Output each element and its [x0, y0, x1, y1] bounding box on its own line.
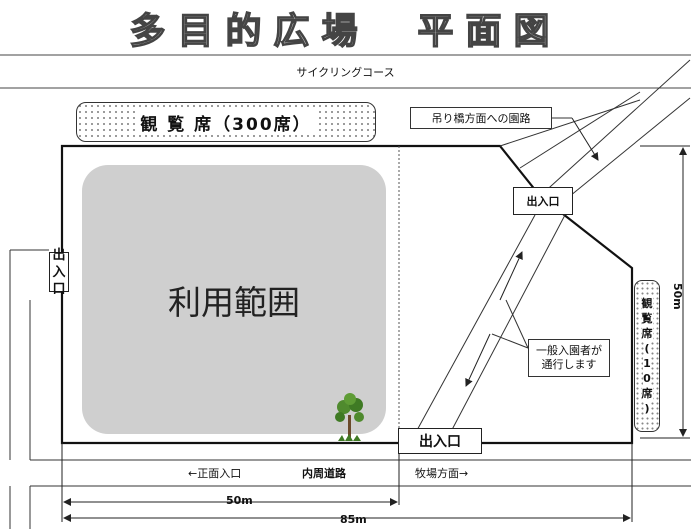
- walkway-edge-left: [409, 214, 536, 444]
- page-title: 多目的広場 平面図: [129, 10, 562, 52]
- visitor-note: 一般入園者が 通行します: [528, 339, 610, 377]
- dimension-85m: 85m: [340, 513, 367, 526]
- dimension-height-50m: 50m: [671, 283, 684, 310]
- bridge-route-label: 吊り橋方面への園路: [410, 107, 552, 129]
- road-label-main-entrance: ←正面入口: [188, 467, 242, 480]
- bridge-arrow: [571, 117, 599, 161]
- cycling-course-label: サイクリングコース: [296, 66, 395, 79]
- note-leader-2: [491, 333, 529, 349]
- seating-10-char: ): [644, 401, 650, 416]
- seating-300-label: 観 覧 席（300席）: [136, 109, 316, 135]
- entrance-bottom: 出入口: [398, 428, 482, 454]
- seating-10-char: 席: [641, 326, 653, 341]
- entrance-left-char: 出: [52, 247, 66, 263]
- visitor-note-line: 一般入園者が: [536, 344, 602, 357]
- road-label-inner-road: 内周道路: [302, 467, 346, 480]
- entrance-left-char: 入: [52, 264, 66, 280]
- usage-area-label: 利用範囲: [168, 282, 300, 322]
- walkway-arrow-up: [499, 251, 523, 301]
- seating-10-char: 席: [641, 386, 653, 401]
- entrance-top: 出入口: [513, 187, 573, 215]
- seating-10-char: 覧: [641, 311, 653, 326]
- dimension-50m: 50m: [226, 494, 253, 507]
- seating-10-char: 1: [643, 356, 651, 371]
- bridge-path-a: [539, 59, 691, 197]
- entrance-left: 出 入 口: [49, 248, 69, 297]
- seating-10-char: 0: [643, 371, 651, 386]
- seating-10-char: (: [644, 341, 650, 356]
- usage-area: 利用範囲: [82, 165, 386, 434]
- seating-10-char: 観: [641, 296, 653, 311]
- seating-300: 観 覧 席（300席）: [76, 102, 376, 142]
- visitor-note-line: 通行します: [541, 358, 597, 371]
- note-leader-1: [505, 299, 529, 349]
- walkway-arrow-down: [465, 333, 491, 387]
- entrance-left-char: 口: [52, 281, 66, 297]
- road-label-ranch: 牧場方面→: [415, 467, 469, 480]
- bridge-path-left-edge: [499, 99, 641, 147]
- seating-10: 観 覧 席 ( 1 0 席 ): [634, 280, 660, 432]
- tree-icon: [335, 393, 364, 441]
- bridge-path-b: [569, 97, 691, 197]
- walkway-edge-right: [444, 214, 566, 444]
